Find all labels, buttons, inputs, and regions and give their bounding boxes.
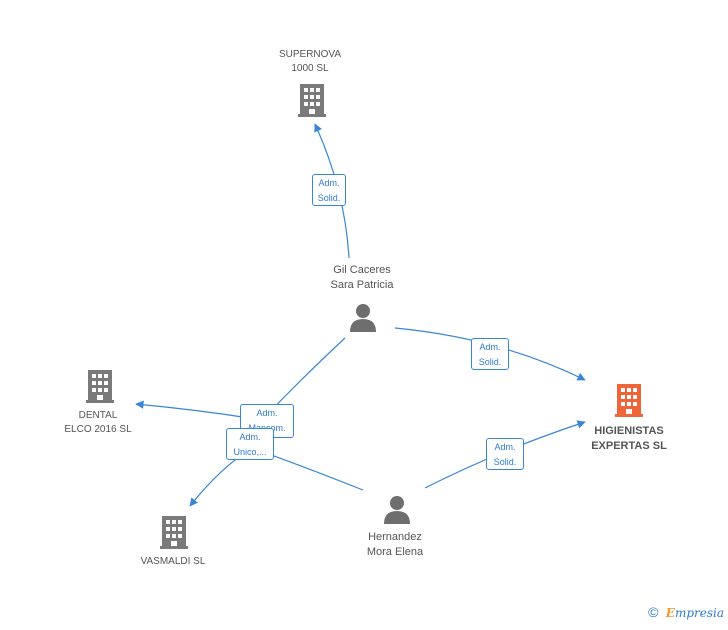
edge-label-line: Solid.: [478, 357, 502, 367]
node-label-line: ELCO 2016 SL: [64, 424, 132, 435]
node-supernova[interactable]: SUPERNOVA 1000 SL: [262, 48, 358, 76]
person-icon: [350, 304, 376, 332]
edge-hernandez-vasmaldi: [189, 447, 364, 507]
edge-label-gil-higienistas[interactable]: Adm. Solid.: [471, 338, 509, 370]
brand-logo-initial: E: [665, 606, 675, 620]
node-label-line: HIGIENISTAS: [594, 425, 664, 437]
node-label-line: Gil Caceres: [333, 264, 391, 276]
node-label-line: EXPERTAS SL: [591, 440, 667, 452]
edge-label-line: Adm.: [239, 432, 261, 442]
node-dental[interactable]: DENTAL ELCO 2016 SL: [48, 409, 148, 437]
edge-label-line: Unico,...: [233, 447, 267, 457]
building-icon-highlighted: [615, 384, 643, 417]
edge-label-line: Adm.: [494, 442, 516, 452]
node-label-line: VASMALDI SL: [140, 556, 206, 567]
person-icon: [384, 496, 410, 524]
edge-label-hernandez-vasmaldi[interactable]: Adm. Unico,...: [226, 428, 274, 460]
edge-label-line: Adm.: [479, 342, 501, 352]
brand-logo-text: mpresia: [674, 606, 724, 620]
edge-label-hernandez-higienistas[interactable]: Adm. Solid.: [486, 438, 524, 470]
building-icon: [160, 516, 188, 549]
edge-label-line: Adm.: [256, 408, 278, 418]
node-gil[interactable]: Gil Caceres Sara Patricia: [303, 263, 421, 293]
node-label-line: Mora Elena: [366, 546, 424, 558]
copyright-icon: ©: [648, 604, 659, 620]
node-label-line: 1000 SL: [291, 63, 329, 74]
edge-label-line: Solid.: [493, 457, 517, 467]
footer-brand[interactable]: © Empresia: [648, 604, 724, 620]
node-higienistas[interactable]: HIGIENISTAS EXPERTAS SL: [574, 424, 684, 454]
edge-label-gil-supernova[interactable]: Adm. Solid.: [312, 174, 346, 206]
edge-label-line: Solid.: [317, 193, 341, 203]
node-vasmaldi[interactable]: VASMALDI SL: [122, 555, 224, 569]
node-label-line: DENTAL: [78, 410, 118, 421]
building-icon: [298, 84, 326, 117]
building-icon: [86, 370, 114, 403]
node-hernandez[interactable]: Hernandez Mora Elena: [340, 530, 450, 560]
node-label-line: SUPERNOVA: [278, 49, 342, 60]
edge-label-line: Adm.: [318, 178, 340, 188]
node-label-line: Hernandez: [368, 531, 422, 543]
node-label-line: Sara Patricia: [330, 279, 394, 291]
brand-logo: Empresia: [666, 606, 724, 620]
